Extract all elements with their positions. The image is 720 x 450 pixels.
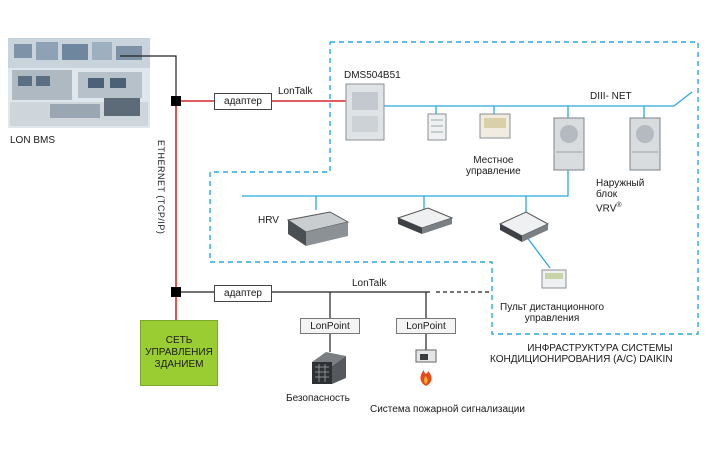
local-control-line-1: Местное [473,155,514,166]
lon-bms-label: LON BMS [10,135,56,146]
lonpoint-security-box: LonPoint [300,318,360,334]
dms-unit [345,83,385,141]
local-control-line-2: управление [466,166,521,177]
outdoor-unit-label: Наружный блок VRV® [596,178,644,214]
outdoor-line-1: Наружный [596,178,645,189]
outdoor-unit-1 [553,117,585,171]
infra-line-1: ИНФРАСТРУКТУРА СИСТЕМЫ [527,343,673,354]
registered-mark: ® [616,202,622,209]
black-links [120,55,492,352]
infrastructure-label: ИНФРАСТРУКТУРА СИСТЕМЫ КОНДИЦИОНИРОВАНИЯ… [490,343,673,365]
security-device [312,352,346,384]
remote-line-1: Пульт дистанционного [500,302,605,313]
security-label: Безопасность [286,393,350,404]
ethernet-label: ETHERNET (TCP/IP) [156,140,166,235]
adapter-bottom-box: адаптер [214,285,272,302]
hrv-unit [286,211,350,246]
ceiling-cassette-1 [396,207,454,234]
junction-top [171,96,181,106]
outdoor-unit-2 [629,117,661,171]
local-controller-1 [427,113,447,141]
hrv-label: HRV [258,215,279,226]
diii-net-label: DIII- NET [590,91,632,102]
building-line-2: УПРАВЛЕНИЯ [145,347,213,358]
adapter-top-box: адаптер [214,93,272,110]
remote-control-label: Пульт дистанционного управления [500,302,604,324]
remote-line-2: управления [524,313,580,324]
outdoor-vrv-text: VRV [596,203,617,215]
outdoor-line-3: VRV® [596,200,644,214]
diii-net-lines [242,91,693,269]
ceiling-cassette-2 [498,211,550,242]
building-line-3: ЗДАНИЕМ [154,359,204,370]
control-room-photo [8,38,150,128]
junction-bottom [171,287,181,297]
building-network-box: СЕТЬ УПРАВЛЕНИЯ ЗДАНИЕМ [140,320,218,386]
remote-controller [541,269,567,289]
fire-alarm-label: Система пожарной сигнализации [370,404,525,415]
local-controller-2 [479,113,511,139]
local-control-label: Местное управление [466,155,521,177]
lonpoint-fire-box: LonPoint [396,318,456,334]
building-line-1: СЕТЬ [165,335,193,346]
ethernet-backbone [175,100,346,320]
dms-label: DMS504B51 [344,70,401,81]
infra-line-2: КОНДИЦИОНИРОВАНИЯ (A/C) DAIKIN [490,354,673,365]
lontalk-top-label: LonTalk [278,86,313,97]
fire-alarm-device [415,349,437,386]
lontalk-bottom-label: LonTalk [352,278,387,289]
outdoor-line-2: блок [596,189,618,200]
infrastructure-boundary [209,41,699,335]
